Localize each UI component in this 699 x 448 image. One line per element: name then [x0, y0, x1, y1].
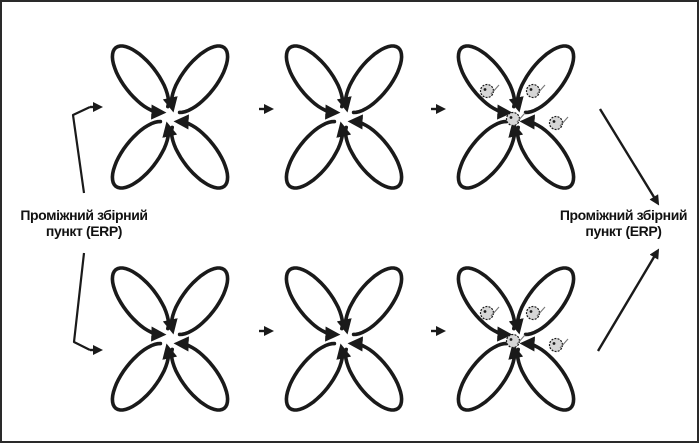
- right-label-line1: Проміжний збірний: [548, 207, 699, 223]
- row1-cluster1-lobe-down-left: [112, 122, 168, 188]
- row1-cluster3-lobe-down-right: [518, 122, 574, 188]
- left-label-line2: пункт (ERP): [2, 223, 166, 239]
- row1-agent-1: [481, 85, 494, 98]
- row2-agent-2: [527, 307, 540, 320]
- row2-cluster3-lobe-up-left: [458, 268, 514, 334]
- row1-cluster3-lobe-up-right: [518, 46, 574, 112]
- left-rally-point-label: Проміжний збірний пункт (ERP): [2, 207, 166, 239]
- row1-cluster3-lobe-down-left: [458, 122, 514, 188]
- row1-agent-2-eye: [530, 88, 533, 91]
- row1-agent-2: [527, 85, 540, 98]
- row2-agent-4: [550, 339, 563, 352]
- left-label-line1: Проміжний збірний: [2, 207, 166, 223]
- row2-cluster3-lobe-down-right: [518, 344, 574, 410]
- row2-cluster2-lobe-down-left: [286, 344, 342, 410]
- exit-arrow-bottom: [598, 252, 657, 351]
- row2-agent-4-eye: [553, 342, 556, 345]
- row1-cluster2-lobe-up-right: [346, 46, 402, 112]
- row1-cluster3-lobe-up-left: [458, 46, 514, 112]
- row1-cluster1-lobe-up-left: [112, 46, 168, 112]
- row2-cluster2-lobe-down-right: [346, 344, 402, 410]
- row1-agent-3-eye: [510, 116, 513, 119]
- row2-agent-2-eye: [530, 310, 533, 313]
- row1-agent-4: [550, 117, 563, 130]
- row2-agent-1-eye: [484, 310, 487, 313]
- right-label-line2: пункт (ERP): [548, 223, 699, 239]
- exit-arrow-top: [600, 109, 657, 202]
- row1-cluster2-lobe-up-left: [286, 46, 342, 112]
- row2-cluster3-lobe-down-left: [458, 344, 514, 410]
- row1-cluster1-lobe-down-right: [172, 122, 228, 188]
- row1-cluster1-lobe-up-right: [172, 46, 228, 112]
- row2-cluster1-lobe-up-right: [172, 268, 228, 334]
- row1-cluster2-lobe-down-right: [346, 122, 402, 188]
- row2-cluster1-lobe-up-left: [112, 268, 168, 334]
- row2-agent-3-eye: [510, 338, 513, 341]
- row2-cluster3-lobe-up-right: [518, 268, 574, 334]
- row1-agent-3: [507, 113, 520, 126]
- row2-agent-3: [507, 335, 520, 348]
- row2-cluster2-lobe-up-right: [346, 268, 402, 334]
- row1-cluster2-lobe-down-left: [286, 122, 342, 188]
- row2-cluster2-lobe-up-left: [286, 268, 342, 334]
- right-rally-point-label: Проміжний збірний пункт (ERP): [548, 207, 699, 239]
- left-branch-bottom: [74, 253, 90, 350]
- row2-cluster1-lobe-down-left: [112, 344, 168, 410]
- row1-agent-4-eye: [553, 120, 556, 123]
- left-branch-top: [73, 107, 90, 193]
- row2-agent-1: [481, 307, 494, 320]
- row2-cluster1-lobe-down-right: [172, 344, 228, 410]
- row1-agent-1-eye: [484, 88, 487, 91]
